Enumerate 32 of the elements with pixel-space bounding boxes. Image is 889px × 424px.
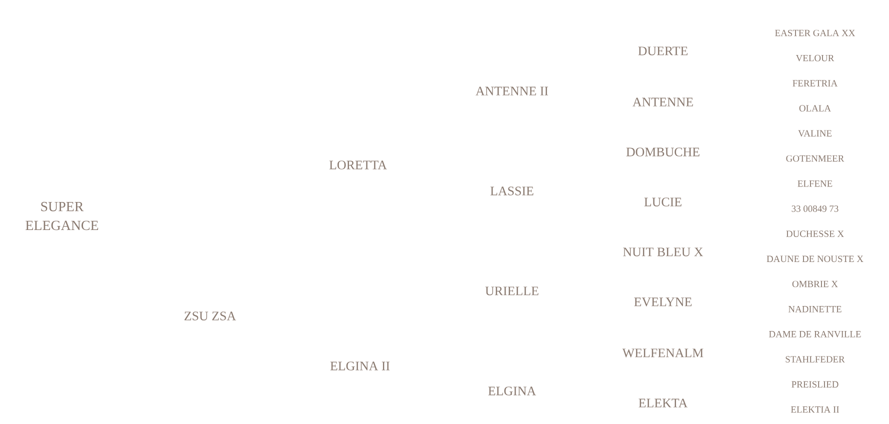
- horse-name: FERETRIA: [792, 80, 838, 86]
- horse-name: LORETTA: [329, 160, 387, 170]
- horse-name: GOTENMEER: [786, 155, 844, 162]
- horse-name: EVELYNE: [634, 298, 692, 306]
- horse-name: ELGINA II: [330, 362, 390, 370]
- horse-name: OMBRIE X: [792, 280, 838, 288]
- horse-name: OLALA: [799, 105, 831, 112]
- horse-name: URIELLE: [485, 286, 538, 296]
- horse-name: ELEKTIA II: [790, 406, 839, 413]
- horse-name: SUPER ELEGANCE: [26, 202, 98, 230]
- horse-name: ELGINA: [488, 386, 536, 396]
- horse-name: ANTENNE: [632, 98, 693, 106]
- horse-name: LASSIE: [490, 186, 534, 196]
- horse-name: ANTENNE II: [476, 86, 548, 96]
- horse-name: VELOUR: [796, 54, 834, 62]
- horse-name: ELFENE: [798, 180, 832, 187]
- horse-name: NADINETTE: [788, 306, 842, 312]
- horse-name: DAME DE RANVILLE: [769, 331, 861, 338]
- horse-name: VALINE: [798, 130, 832, 137]
- horse-name: DOMBUCHE: [626, 148, 700, 156]
- horse-name: 33 00849 73: [792, 206, 838, 212]
- horse-name: DUCHESSE X: [786, 230, 844, 237]
- horse-name: DUERTE: [638, 46, 688, 56]
- horse-name: STAHLFEDER: [786, 356, 845, 362]
- horse-name: PREISLIED: [792, 381, 838, 388]
- horse-name: EASTER GALA XX: [775, 30, 856, 36]
- horse-name: ZSU ZSA: [184, 312, 236, 320]
- horse-name: NUIT BLEU X: [623, 248, 704, 256]
- horse-name: LUCIE: [644, 198, 682, 206]
- horse-name: ELEKTA: [638, 398, 688, 408]
- horse-name: DAUNE DE NOUSTE X: [766, 256, 864, 262]
- horse-name: WELFENALM: [622, 348, 704, 358]
